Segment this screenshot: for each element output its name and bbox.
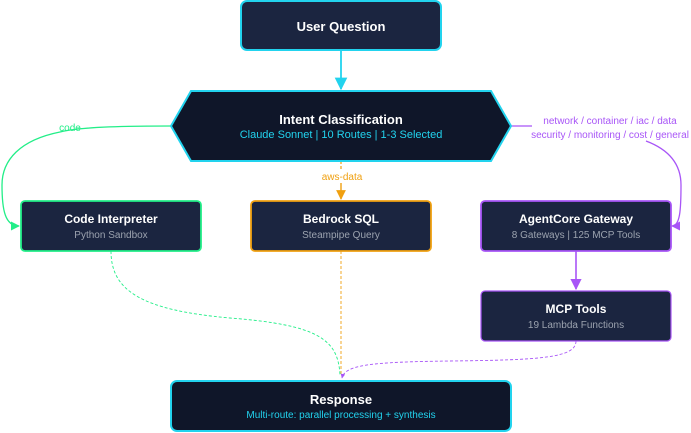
- edge-intent-to-code: [1, 125, 172, 231]
- node-intent-classification[interactable]: Intent Classification Claude Sonnet | 10…: [169, 90, 513, 162]
- edge-code-to-response: [110, 250, 341, 376]
- edge-label-gateway-line1: network / container / iac / data: [543, 116, 677, 127]
- node-agentcore-gateway-title: AgentCore Gateway: [519, 212, 633, 226]
- node-mcp-tools-title: MCP Tools: [546, 302, 607, 316]
- edge-label-gateway-line2: security / monitoring / cost / general: [531, 130, 689, 141]
- node-response-title: Response: [310, 392, 372, 407]
- edge-label-aws-data: aws-data: [322, 172, 363, 183]
- node-user-question-title: User Question: [297, 19, 386, 34]
- node-mcp-tools[interactable]: MCP Tools 19 Lambda Functions: [480, 290, 672, 342]
- node-mcp-tools-subtitle: 19 Lambda Functions: [528, 320, 624, 331]
- node-bedrock-sql[interactable]: Bedrock SQL Steampipe Query: [250, 200, 432, 252]
- node-intent-title: Intent Classification: [279, 112, 403, 127]
- edge-intent-to-gateway: [645, 140, 682, 231]
- node-response-subtitle: Multi-route: parallel processing + synth…: [246, 410, 435, 421]
- node-code-interpreter-subtitle: Python Sandbox: [74, 230, 147, 241]
- node-intent-subtitle: Claude Sonnet | 10 Routes | 1-3 Selected: [240, 129, 443, 141]
- node-agentcore-gateway[interactable]: AgentCore Gateway 8 Gateways | 125 MCP T…: [480, 200, 672, 252]
- edge-mcp-to-response: [340, 340, 577, 379]
- node-response[interactable]: Response Multi-route: parallel processin…: [170, 380, 512, 432]
- node-code-interpreter-title: Code Interpreter: [64, 212, 158, 226]
- node-code-interpreter[interactable]: Code Interpreter Python Sandbox: [20, 200, 202, 252]
- node-agentcore-gateway-subtitle: 8 Gateways | 125 MCP Tools: [512, 230, 640, 241]
- node-bedrock-sql-subtitle: Steampipe Query: [302, 230, 380, 241]
- node-user-question[interactable]: User Question: [240, 0, 442, 51]
- edge-label-code: code: [59, 123, 81, 134]
- node-bedrock-sql-title: Bedrock SQL: [303, 212, 379, 226]
